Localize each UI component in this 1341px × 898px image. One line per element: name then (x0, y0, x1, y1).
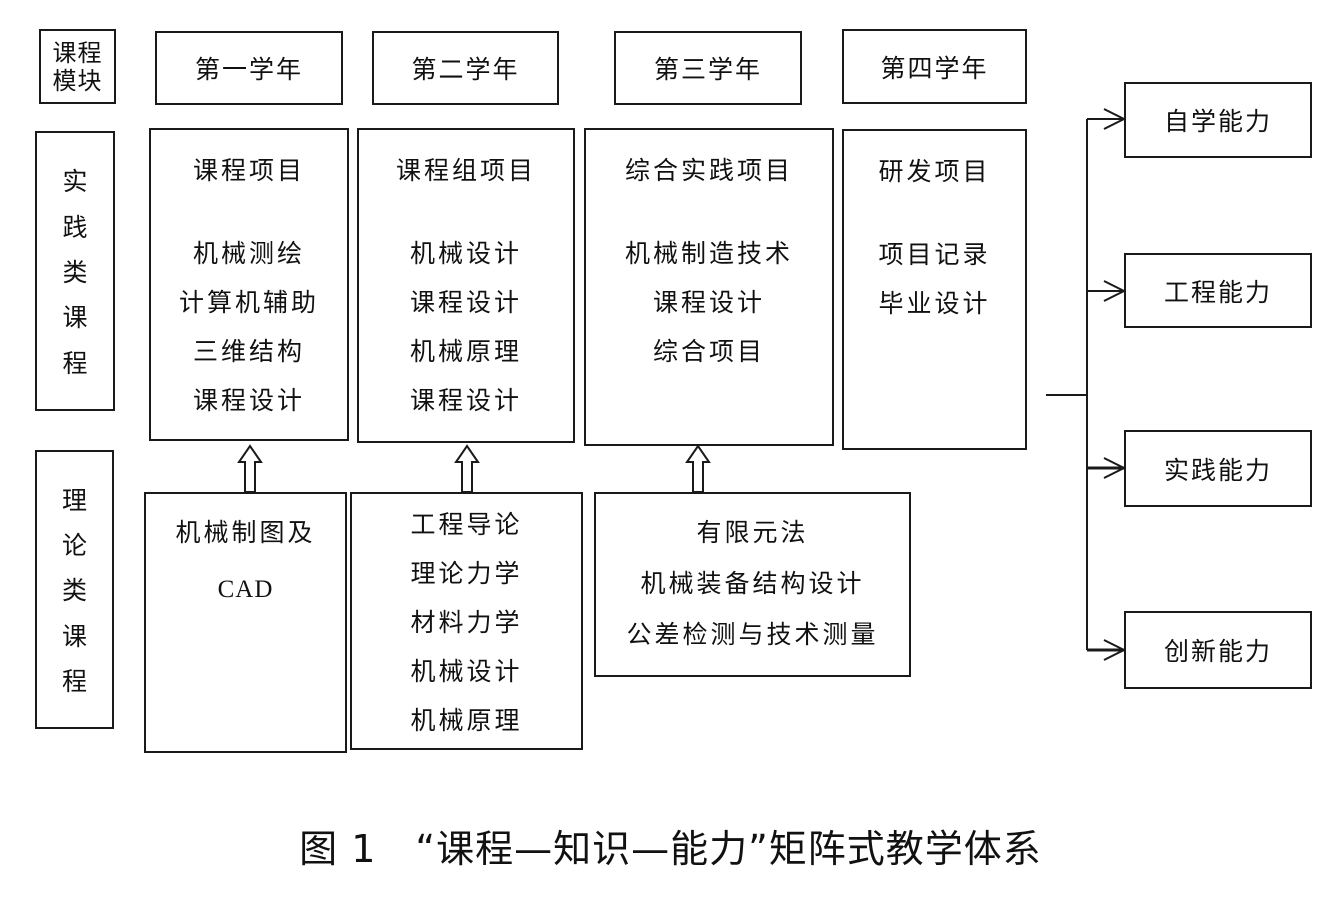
row-label-theory-char: 程 (61, 666, 87, 696)
row-label-practice-char: 课 (62, 303, 88, 333)
theory-item: CAD (217, 576, 274, 603)
practice-item: 课程设计 (652, 288, 765, 317)
practice-title: 课程组项目 (395, 156, 536, 185)
year-header-3: 第三学年 (614, 31, 802, 105)
theory-item: 机械装备结构设计 (640, 569, 865, 598)
practice-item: 机械原理 (409, 337, 522, 366)
row-label-theory-char: 类 (61, 576, 87, 606)
row-label-theory-char: 课 (61, 621, 87, 651)
up-arrow-year2 (454, 444, 480, 493)
row-label-theory: 理 论 类 课 程 (35, 450, 114, 729)
theory-item: 理论力学 (410, 559, 523, 588)
practice-item: 机械设计 (409, 239, 522, 268)
ability-connector (1046, 108, 1127, 661)
module-header-line1: 课程 (52, 38, 103, 67)
ability-innovation: 创新能力 (1124, 611, 1312, 689)
theory-item: 机械设计 (410, 657, 523, 686)
row-label-practice-char: 践 (62, 212, 88, 242)
practice-title: 综合实践项目 (624, 156, 793, 185)
practice-item: 课程设计 (409, 288, 522, 317)
theory-item: 有限元法 (696, 518, 809, 547)
ability-practice: 实践能力 (1124, 430, 1312, 507)
row-label-practice: 实 践 类 课 程 (35, 131, 115, 411)
year-header-1: 第一学年 (155, 31, 343, 105)
row-label-theory-char: 论 (61, 531, 87, 561)
row-label-practice-char: 类 (62, 257, 88, 287)
practice-item: 三维结构 (192, 337, 305, 366)
up-arrow-year1 (237, 444, 263, 493)
module-header: 课程 模块 (39, 29, 116, 104)
practice-title: 研发项目 (878, 157, 991, 186)
row-label-practice-char: 实 (62, 167, 88, 197)
practice-item: 课程设计 (409, 386, 522, 415)
practice-title: 课程项目 (192, 156, 305, 185)
ability-self-learning: 自学能力 (1124, 82, 1312, 158)
year-header-4: 第四学年 (842, 29, 1027, 104)
practice-item: 项目记录 (878, 240, 991, 269)
practice-box-year1: 课程项目 机械测绘 计算机辅助 三维结构 课程设计 (149, 128, 349, 441)
practice-item: 毕业设计 (878, 289, 991, 318)
practice-box-year4: 研发项目 项目记录 毕业设计 (842, 129, 1027, 450)
practice-item: 课程设计 (192, 386, 305, 415)
row-label-theory-char: 理 (61, 486, 87, 516)
theory-box-year1: 机械制图及 CAD (144, 492, 347, 753)
row-label-practice-char: 程 (62, 348, 88, 378)
theory-item: 公差检测与技术测量 (626, 620, 879, 649)
practice-item: 计算机辅助 (178, 288, 319, 317)
practice-box-year2: 课程组项目 机械设计 课程设计 机械原理 课程设计 (357, 128, 575, 443)
practice-item: 机械制造技术 (624, 239, 793, 268)
theory-item: 工程导论 (410, 510, 523, 539)
theory-item: 机械原理 (410, 706, 523, 735)
up-arrow-year3 (685, 444, 711, 493)
figure-caption: 图 1 “课程—知识—能力”矩阵式教学体系 (299, 827, 1042, 871)
theory-box-year2: 工程导论 理论力学 材料力学 机械设计 机械原理 (350, 492, 583, 750)
theory-box-year3: 有限元法 机械装备结构设计 公差检测与技术测量 (594, 492, 911, 677)
theory-item: 机械制图及 (175, 518, 316, 547)
year-header-2: 第二学年 (372, 31, 559, 105)
practice-item: 综合项目 (652, 337, 765, 366)
theory-item: 材料力学 (410, 608, 523, 637)
practice-box-year3: 综合实践项目 机械制造技术 课程设计 综合项目 (584, 128, 834, 446)
ability-engineering: 工程能力 (1124, 253, 1312, 328)
module-header-line2: 模块 (52, 66, 103, 95)
practice-item: 机械测绘 (192, 239, 305, 268)
